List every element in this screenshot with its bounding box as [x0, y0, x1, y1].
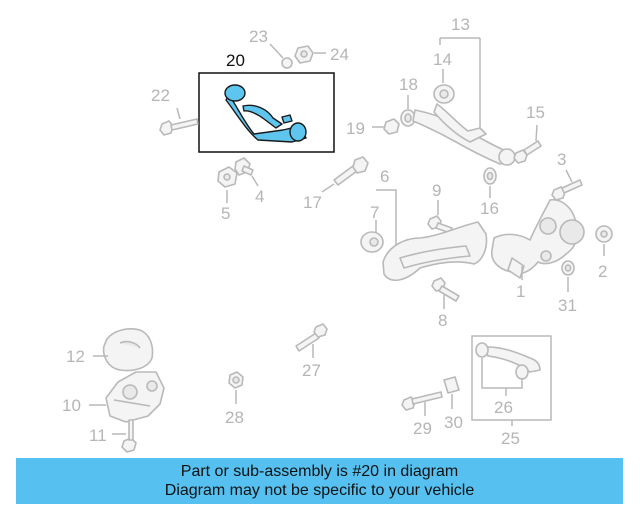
- part-29-bolt[interactable]: [401, 391, 443, 411]
- callout-27: 27: [302, 361, 321, 380]
- callout-30: 30: [444, 413, 463, 432]
- callout-5: 5: [221, 204, 230, 223]
- part-16-bushing[interactable]: [483, 167, 497, 185]
- callout-4: 4: [255, 187, 264, 206]
- part-4-bracket[interactable]: [234, 157, 254, 176]
- part-17-bolt[interactable]: [333, 156, 369, 186]
- callout-23: 23: [249, 27, 268, 46]
- part-5-bushing[interactable]: [217, 166, 238, 188]
- callout-24: 24: [330, 45, 349, 64]
- part-6-lower-arm[interactable]: [382, 221, 488, 281]
- callout-18: 18: [399, 75, 418, 94]
- callout-9: 9: [432, 181, 441, 200]
- part-2-bushing[interactable]: [595, 225, 613, 243]
- part-20-control-arm[interactable]: [224, 84, 307, 143]
- callout-11: 11: [89, 426, 107, 445]
- info-banner: Part or sub-assembly is #20 in diagram D…: [16, 458, 623, 504]
- callout-13: 13: [451, 15, 470, 34]
- part-14-bushing[interactable]: [433, 84, 455, 104]
- part-28-nut[interactable]: [228, 371, 244, 389]
- part-20-highlight-box: [198, 72, 335, 153]
- callout-1: 1: [516, 282, 525, 301]
- callout-25: 25: [501, 429, 520, 448]
- callout-19: 19: [346, 119, 365, 138]
- part-30-clip[interactable]: [443, 376, 460, 394]
- caption-line-1: Part or sub-assembly is #20 in diagram: [180, 463, 459, 480]
- callout-29: 29: [413, 419, 432, 438]
- callout-10: 10: [62, 396, 81, 415]
- callout-17: 17: [303, 193, 322, 212]
- callout-16: 16: [480, 199, 499, 218]
- callout-7: 7: [370, 203, 379, 222]
- part-11-bolt[interactable]: [121, 419, 137, 453]
- callout-2: 2: [598, 262, 607, 281]
- part-31-bushing[interactable]: [561, 260, 575, 276]
- callout-14: 14: [433, 50, 452, 69]
- callout-3: 3: [557, 150, 566, 169]
- part-24-nut[interactable]: [294, 45, 314, 64]
- part-7-bushing[interactable]: [360, 231, 384, 253]
- part-26-link[interactable]: [475, 342, 541, 380]
- callout-6: 6: [380, 167, 389, 186]
- part-22-bolt[interactable]: [159, 118, 199, 136]
- part-23-washer[interactable]: [281, 57, 293, 69]
- callout-22: 22: [151, 86, 170, 105]
- part-3-bolt[interactable]: [551, 179, 583, 201]
- part-8-bolt[interactable]: [431, 277, 460, 302]
- part-13-upper-arm[interactable]: [412, 103, 516, 166]
- callout-8: 8: [438, 311, 447, 330]
- part-12-mount[interactable]: [102, 328, 154, 372]
- callout-15: 15: [526, 103, 545, 122]
- caption-line-2: Diagram may not be specific to your vehi…: [164, 482, 475, 499]
- callout-12: 12: [66, 347, 85, 366]
- part-27-bolt[interactable]: [295, 323, 328, 352]
- callout-20: 20: [226, 51, 245, 70]
- part-10-bracket[interactable]: [105, 371, 165, 423]
- part-1-knuckle[interactable]: [490, 198, 585, 279]
- callout-28: 28: [225, 408, 244, 427]
- callout-26: 26: [494, 398, 513, 417]
- part-15-bolt[interactable]: [513, 140, 542, 164]
- callout-31: 31: [558, 296, 577, 315]
- part-19-nut[interactable]: [383, 118, 400, 135]
